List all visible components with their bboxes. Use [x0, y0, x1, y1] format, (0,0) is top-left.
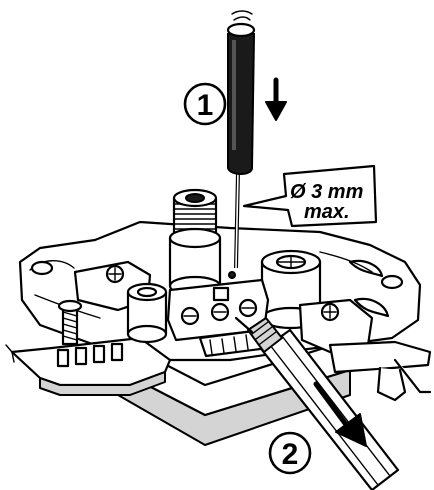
center-f-connector — [168, 188, 222, 297]
push-arrow-icon — [265, 77, 287, 121]
terminal-block — [166, 271, 270, 358]
step-1-badge: 1 — [183, 82, 227, 126]
left-mounting-screw — [57, 299, 83, 346]
right-bracket — [298, 298, 374, 354]
right-connector — [260, 249, 322, 330]
step-2-badge: 2 — [268, 431, 312, 475]
coax-cable-icon — [234, 316, 400, 490]
diameter-callout: Ø 3 mm max. — [242, 164, 378, 228]
callout-diameter-label: Ø 3 mm — [290, 181, 363, 203]
step-1-number: 1 — [197, 89, 214, 122]
pull-arrow-icon — [313, 381, 367, 447]
screwdriver-icon — [226, 10, 256, 269]
step-2-number: 2 — [282, 438, 299, 471]
right-clamp-lever — [328, 340, 432, 402]
left-connector — [126, 282, 168, 344]
left-clamp-lever — [5, 336, 172, 396]
callout-max-label: max. — [304, 201, 350, 223]
